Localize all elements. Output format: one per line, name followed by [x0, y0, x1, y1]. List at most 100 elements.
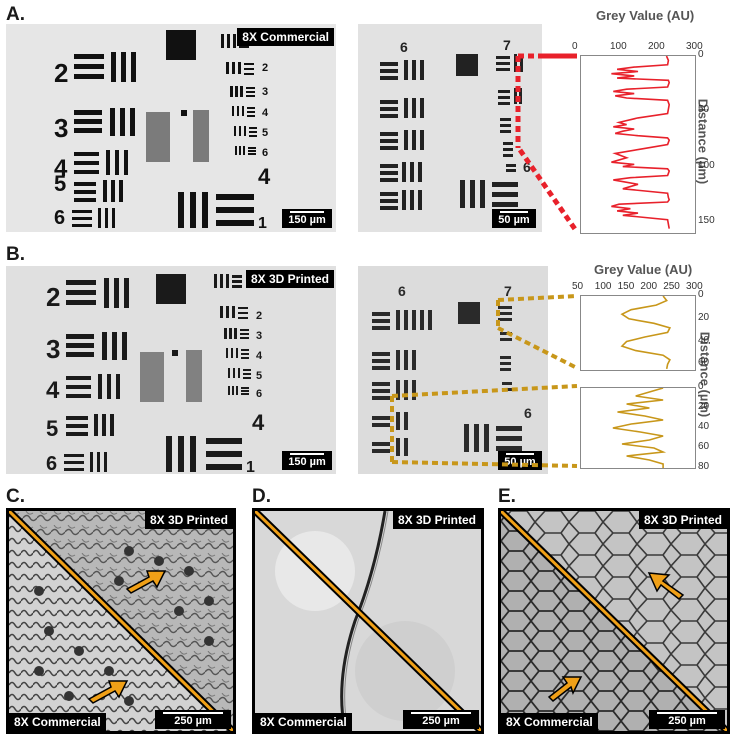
target-num-5: 5	[54, 171, 66, 196]
chart-b-bottom-plot	[580, 387, 696, 469]
scale-bar-250-d: 250 µm	[403, 710, 479, 729]
scale-bar-250-e: 250 µm	[649, 710, 725, 729]
label-8x-commercial-d: 8X Commercial	[255, 713, 352, 731]
svg-text:7: 7	[504, 283, 512, 299]
arrow-icon	[547, 676, 583, 702]
y-tick-label: 50	[698, 104, 710, 116]
resolution-target-drawing: 2 3 4 5 6	[54, 30, 271, 232]
y-tick-label: 0	[698, 49, 704, 60]
right-num-3: 3	[262, 86, 268, 98]
svg-text:6: 6	[523, 159, 531, 175]
x-tick-label: 200	[640, 281, 658, 292]
panel-e-texture	[501, 511, 727, 731]
x-tick-label: 300	[686, 281, 703, 292]
panel-letter-b: B.	[6, 244, 25, 265]
panel-letter-a: A.	[6, 4, 25, 25]
panel-d-texture	[255, 511, 481, 731]
y-tick-label: 0	[698, 289, 704, 300]
label-8x-commercial: 8X Commercial	[237, 28, 334, 46]
target-num-2: 2	[54, 58, 68, 88]
label-8x-3d-printed-e: 8X 3D Printed	[638, 511, 727, 529]
svg-text:6: 6	[400, 39, 408, 55]
panel-a-zoom-image: 6 7	[358, 24, 542, 232]
panel-c-image: 8X 3D Printed 8X Commercial 250 µm	[6, 508, 236, 734]
profile-plot-svg	[620, 296, 672, 370]
panel-e-image: 8X 3D Printed 8X Commercial 250 µm	[498, 508, 730, 734]
svg-text:4: 4	[46, 377, 60, 404]
chart-b-xlabel: Grey Value (AU)	[594, 262, 693, 277]
svg-text:3: 3	[256, 330, 262, 342]
profile-series-line	[620, 296, 672, 370]
x-tick-label: 100	[610, 41, 627, 52]
chart-a-plot	[580, 55, 696, 234]
y-tick-label: 40	[698, 334, 710, 346]
svg-text:1: 1	[246, 459, 255, 474]
panel-letter-d: D.	[252, 486, 271, 507]
profile-series-line	[611, 56, 671, 229]
label-8x-3d-printed-d: 8X 3D Printed	[392, 511, 481, 529]
svg-text:6: 6	[524, 405, 532, 421]
arrow-icon	[647, 572, 685, 600]
label-8x-3d-printed: 8X 3D Printed	[245, 270, 334, 288]
x-tick-label: 50	[572, 281, 584, 292]
scale-bar-150: 150 µm	[282, 209, 332, 228]
y-tick-label: 40	[698, 421, 710, 432]
corner-num-4: 4	[258, 164, 271, 189]
svg-text:7: 7	[503, 37, 511, 53]
scale-bar-250-c: 250 µm	[155, 710, 231, 729]
label-8x-3d-printed-c: 8X 3D Printed	[144, 511, 233, 529]
svg-text:6: 6	[398, 283, 406, 299]
x-tick-label: 0	[572, 41, 578, 52]
target-num-3: 3	[54, 113, 68, 143]
scale-bar-150-b: 150 µm	[282, 451, 332, 470]
svg-text:6: 6	[46, 453, 57, 474]
x-tick-label: 200	[648, 41, 665, 52]
svg-text:4: 4	[256, 350, 263, 362]
right-num-5: 5	[262, 127, 268, 139]
profile-plot-svg	[612, 388, 667, 468]
chart-a-xlabel: Grey Value (AU)	[596, 8, 695, 23]
profile-plot-svg	[611, 56, 671, 229]
svg-text:6: 6	[256, 388, 262, 400]
profile-series-line	[612, 388, 667, 468]
svg-text:5: 5	[46, 416, 58, 441]
arrow-icon	[125, 570, 167, 594]
panel-d-image: 8X 3D Printed 8X Commercial 250 µm	[252, 508, 484, 734]
panel-c-texture	[9, 511, 233, 731]
label-8x-commercial-e: 8X Commercial	[501, 713, 598, 731]
panel-a-target-image: 2 3 4 5 6	[6, 24, 336, 232]
arrow-icon	[87, 680, 129, 704]
svg-text:4: 4	[252, 410, 265, 435]
panel-b-target-image: 2 3 4 5 6	[6, 266, 336, 474]
label-8x-commercial-c: 8X Commercial	[9, 713, 106, 731]
scale-bar-50: 50 µm	[492, 209, 536, 228]
y-tick-label: 150	[698, 214, 715, 226]
y-tick-label: 20	[698, 311, 710, 323]
target-num-4: 4	[54, 155, 68, 182]
y-tick-label: 0	[698, 381, 704, 392]
y-tick-label: 80	[698, 461, 710, 472]
right-num-4: 4	[262, 107, 269, 119]
y-tick-label: 60	[698, 441, 710, 452]
zoomed-target-drawing-printed: 6 7 6	[372, 283, 532, 456]
zoomed-target-drawing: 6 7	[380, 37, 531, 210]
svg-text:2: 2	[256, 310, 262, 322]
svg-text:2: 2	[46, 282, 60, 312]
y-tick-label: 20	[698, 401, 710, 412]
y-tick-label: 100	[698, 159, 715, 171]
panel-letter-e: E.	[498, 486, 516, 507]
target-num-6: 6	[54, 207, 65, 229]
y-tick-label: 60	[698, 357, 710, 369]
corner-num-1: 1	[258, 215, 267, 232]
right-num-6: 6	[262, 147, 268, 159]
panel-letter-c: C.	[6, 486, 25, 507]
resolution-target-drawing-printed: 2 3 4 5 6	[46, 274, 265, 474]
x-tick-label: 150	[617, 281, 635, 292]
svg-text:3: 3	[46, 334, 60, 364]
x-tick-label: 300	[686, 41, 703, 52]
chart-b-top-plot	[580, 295, 696, 371]
x-tick-label: 100	[594, 281, 612, 292]
right-num-2: 2	[262, 62, 268, 74]
